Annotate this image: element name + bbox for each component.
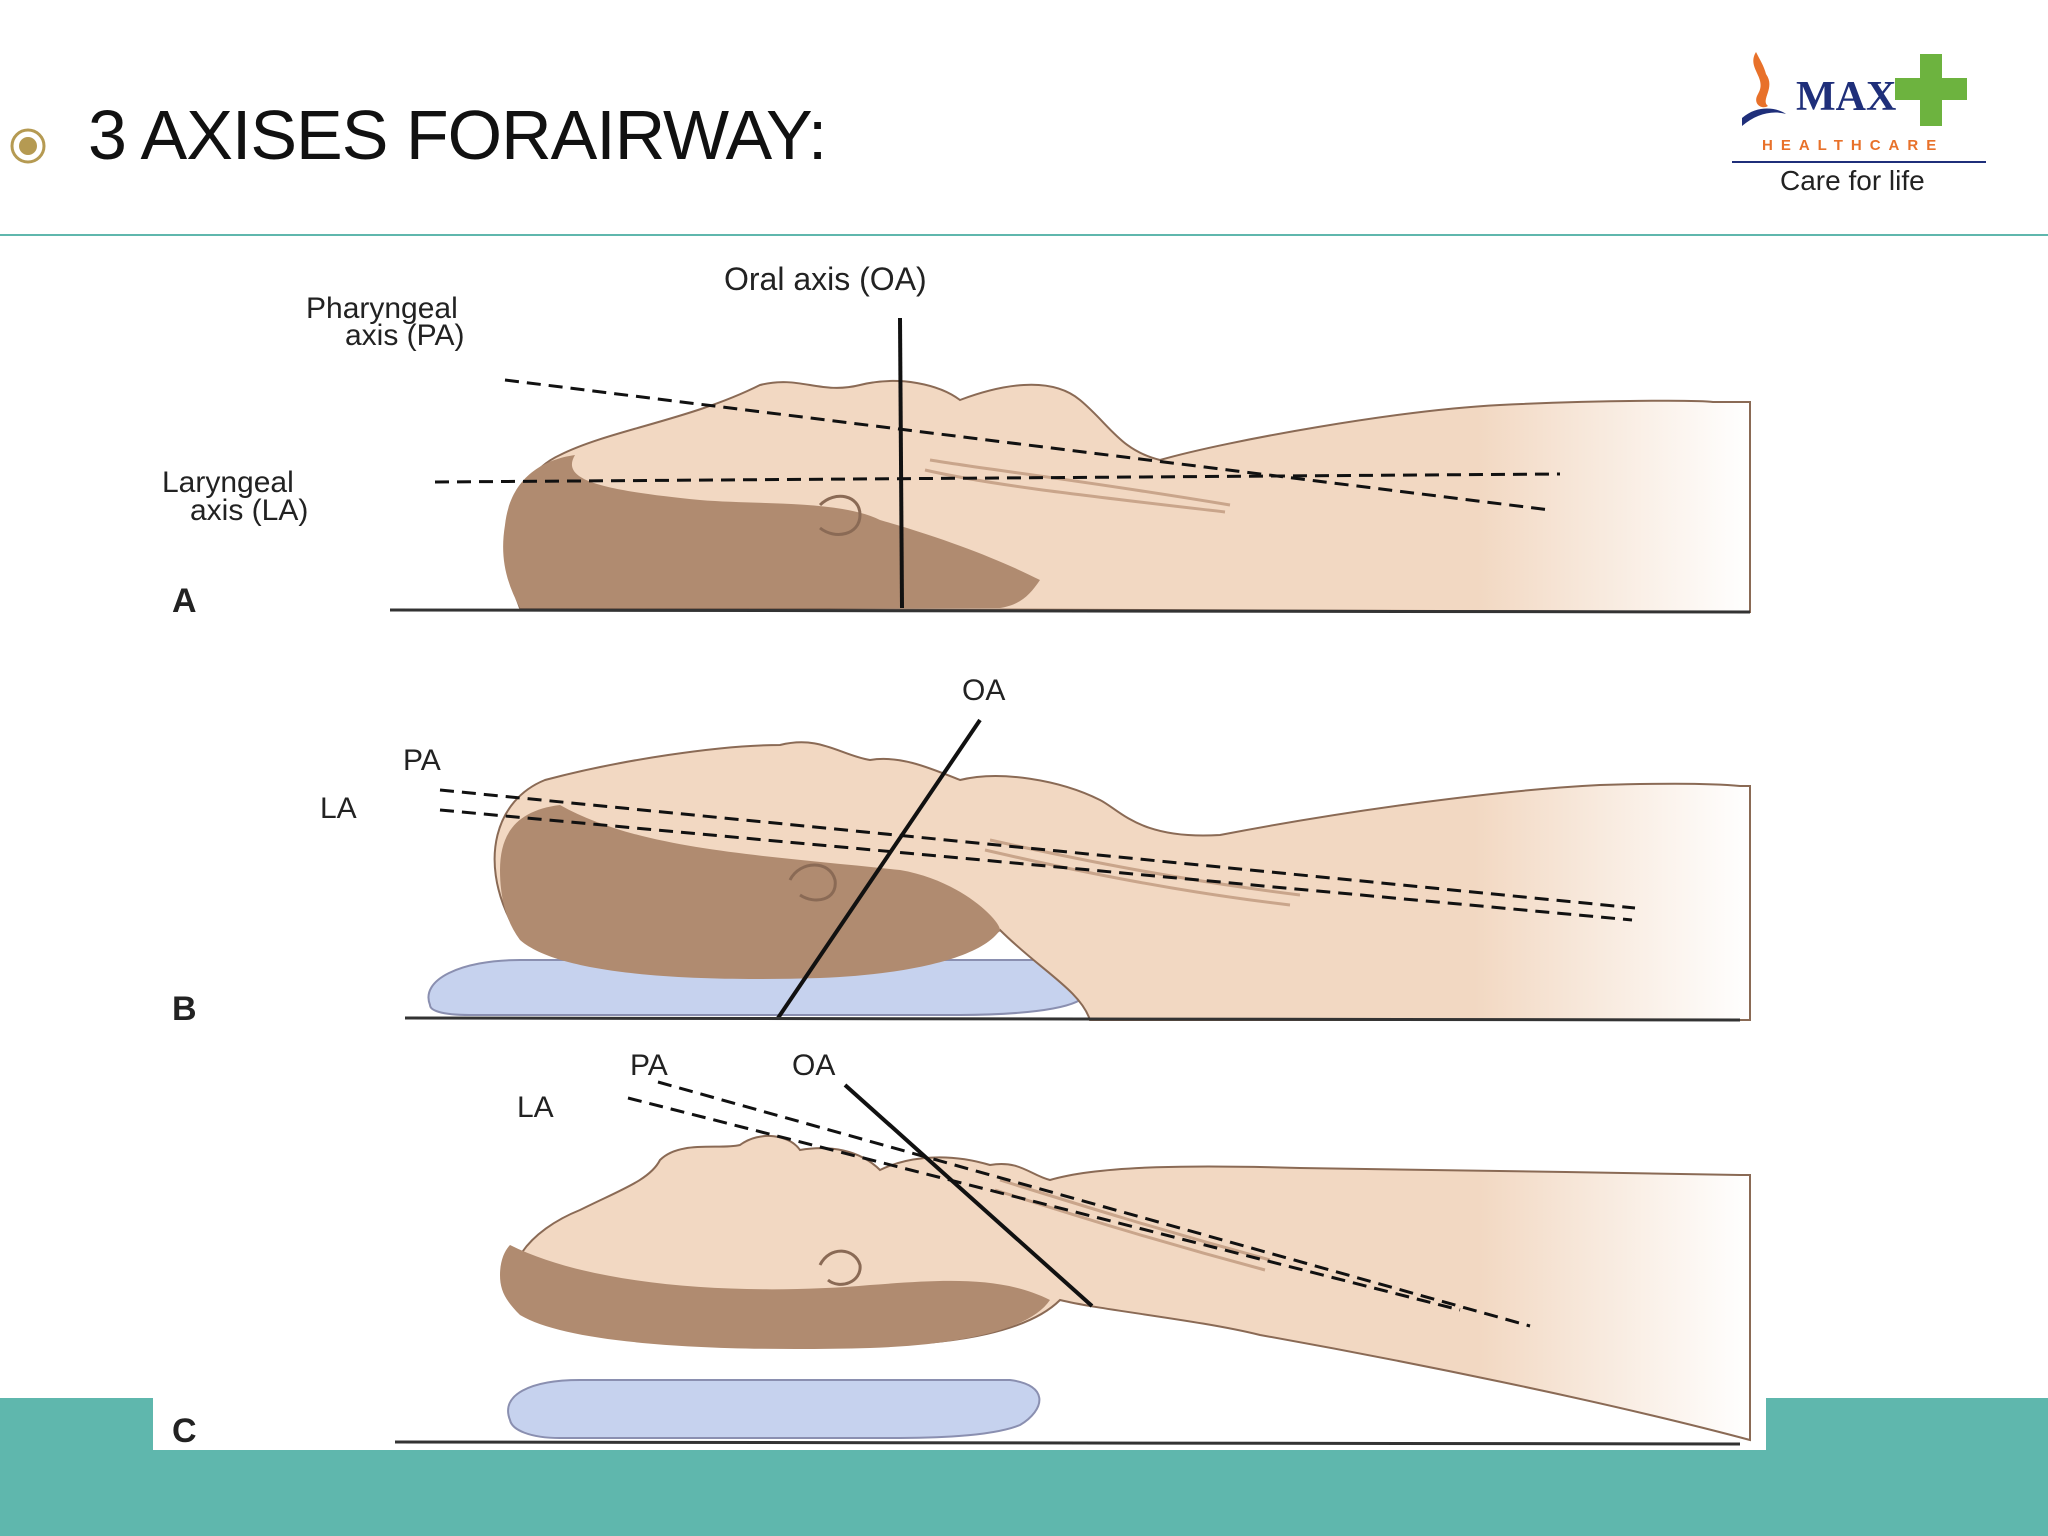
laryngeal-axis-label-line2: axis (LA) <box>190 494 308 527</box>
panel-c-pa-label: PA <box>630 1049 668 1082</box>
pharyngeal-axis-label-line2: axis (PA) <box>345 319 464 352</box>
panel-a-letter: A <box>172 582 197 620</box>
panel-b-oa-label: OA <box>962 674 1005 707</box>
panel-b-la-label: LA <box>320 792 357 825</box>
panel-c-letter: C <box>172 1412 197 1450</box>
oral-axis-label: Oral axis (OA) <box>724 261 927 297</box>
panel-b-letter: B <box>172 990 197 1028</box>
panel-b-pa-label: PA <box>403 744 441 777</box>
panel-c-oa-label: OA <box>792 1049 835 1082</box>
panel-c-la-label: LA <box>517 1091 554 1124</box>
